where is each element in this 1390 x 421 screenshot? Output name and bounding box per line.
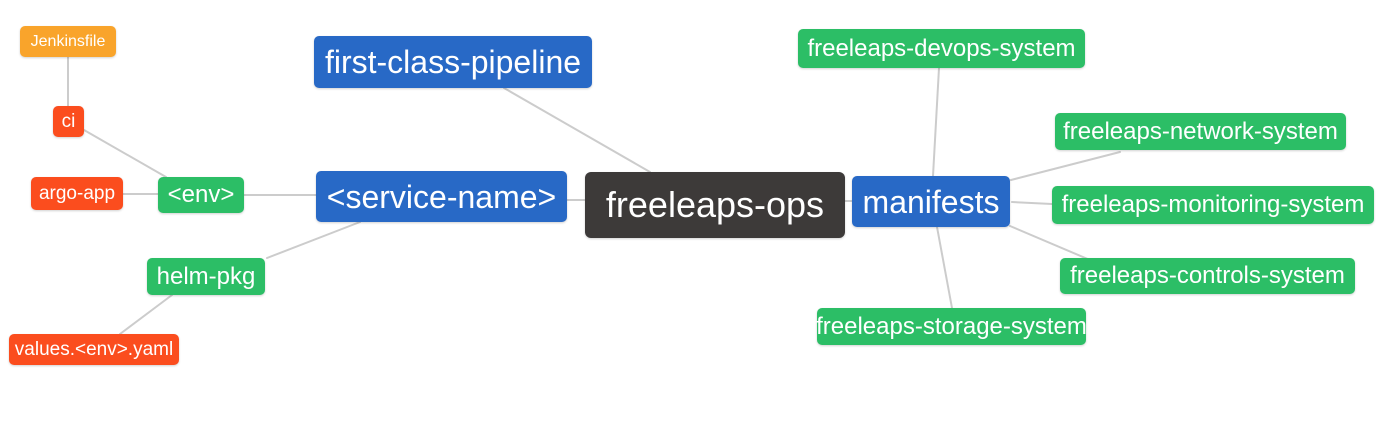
edge-helm-pkg-service-name (266, 221, 361, 259)
edge-manifests-network-system (1010, 151, 1121, 181)
edge-ci-env (83, 129, 167, 178)
node-values-env-yaml[interactable]: values.<env>.yaml (9, 334, 179, 365)
edge-manifests-storage-system (936, 226, 953, 309)
node-freeleaps-ops[interactable]: freeleaps-ops (585, 172, 845, 238)
edge-values-helm-pkg (119, 294, 173, 335)
node-manifests[interactable]: manifests (852, 176, 1010, 227)
edge-manifests-devops-system (932, 67, 940, 177)
node-argo-app[interactable]: argo-app (31, 177, 123, 210)
node-first-class-pipeline[interactable]: first-class-pipeline (314, 36, 592, 88)
node-freeleaps-storage-system[interactable]: freeleaps-storage-system (816, 308, 1087, 345)
edge-manifests-controls-system (1009, 225, 1091, 261)
edge-first-class-pipeline-root (503, 87, 651, 173)
node-env[interactable]: <env> (158, 177, 244, 213)
node-jenkinsfile[interactable]: Jenkinsfile (20, 26, 116, 57)
node-freeleaps-devops-system[interactable]: freeleaps-devops-system (798, 29, 1085, 68)
node-freeleaps-controls-system[interactable]: freeleaps-controls-system (1060, 258, 1355, 294)
node-service-name[interactable]: <service-name> (316, 171, 567, 222)
node-ci[interactable]: ci (53, 106, 84, 137)
edge-manifests-monitoring-system (1011, 201, 1053, 205)
node-freeleaps-network-system[interactable]: freeleaps-network-system (1055, 113, 1346, 150)
node-helm-pkg[interactable]: helm-pkg (147, 258, 265, 295)
node-freeleaps-monitoring-system[interactable]: freeleaps-monitoring-system (1052, 186, 1374, 224)
